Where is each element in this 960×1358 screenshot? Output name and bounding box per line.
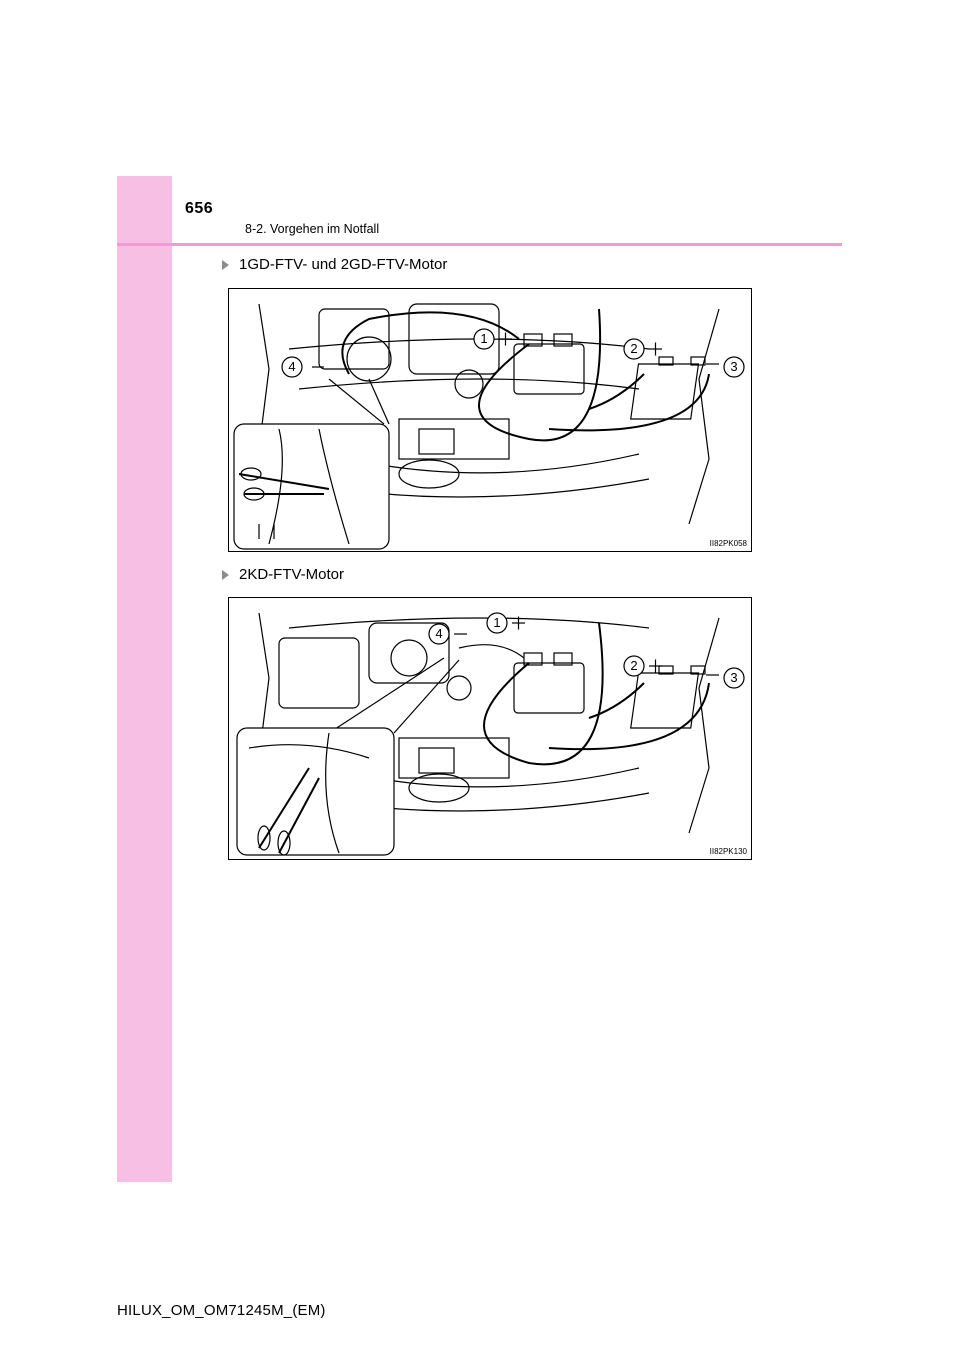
fig1-label-3: 3: [730, 359, 737, 374]
figure-1-code: II82PK058: [709, 539, 747, 548]
fig1-label-1: 1: [480, 331, 487, 346]
bullet-arrow-icon: [222, 259, 229, 270]
figure-1-heading-text: 1GD-FTV- und 2GD-FTV-Motor: [239, 256, 448, 273]
footer-doc-id: HILUX_OM_OM71245M_(EM): [117, 1302, 326, 1319]
engine-bay-illustration-2: 4 1 2 3: [236, 612, 745, 856]
figure-2-heading: 2KD-FTV-Motor: [222, 566, 344, 583]
page-number: 656: [185, 200, 214, 217]
figure-2: 4 1 2 3 II82PK130: [228, 597, 752, 860]
bullet-arrow-icon: [222, 569, 229, 580]
figure-1: 4 1 2 3 II82PK058: [228, 288, 752, 552]
section-title: 8-2. Vorgehen im Notfall: [245, 222, 380, 236]
figure-1-heading: 1GD-FTV- und 2GD-FTV-Motor: [222, 256, 447, 273]
fig1-label-4: 4: [288, 359, 295, 374]
engine-bay-illustration-1: 4 1 2 3: [233, 303, 745, 550]
fig1-label-2: 2: [630, 341, 637, 356]
header-rule: [117, 243, 842, 246]
fig2-label-3: 3: [730, 670, 737, 685]
figure-2-heading-text: 2KD-FTV-Motor: [239, 566, 345, 583]
figure-2-code: II82PK130: [709, 847, 747, 856]
side-band: [117, 176, 172, 1182]
fig2-label-2: 2: [630, 658, 637, 673]
fig2-label-1: 1: [493, 615, 500, 630]
fig2-label-4: 4: [435, 626, 442, 641]
